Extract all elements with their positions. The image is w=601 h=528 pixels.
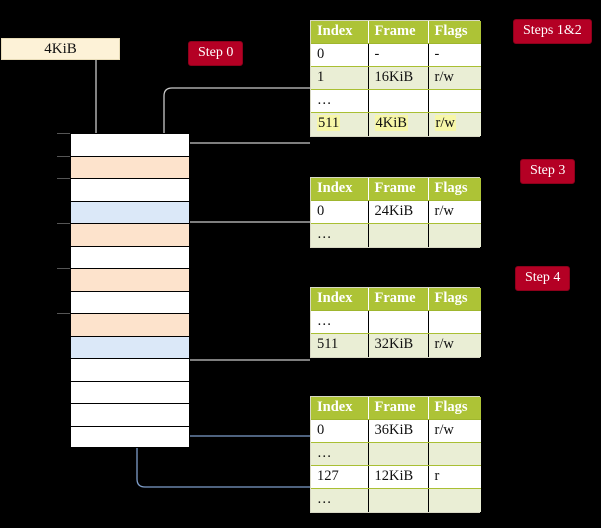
table-cell: 0 <box>311 419 369 443</box>
table-cell <box>368 89 429 113</box>
table-cell: … <box>311 488 369 512</box>
memory-tick-mark <box>57 155 70 157</box>
memory-cell <box>70 358 190 381</box>
table-cell: 127 <box>311 465 369 489</box>
memory-cell <box>70 290 190 313</box>
table-row: … <box>311 488 481 512</box>
memory-tick-mark <box>57 178 70 179</box>
table-cell: 1 <box>311 66 369 90</box>
table-cell: 0 <box>311 43 369 67</box>
column-header-flags: Flags <box>428 288 481 311</box>
table-cell: … <box>311 442 369 466</box>
table-cell <box>428 310 481 334</box>
column-header-frame: Frame <box>368 178 429 201</box>
table-cell <box>368 310 429 334</box>
column-header-index: Index <box>311 178 369 201</box>
table-cell: 32KiB <box>368 333 429 357</box>
table-row: 0-- <box>311 43 481 67</box>
table-cell: r/w <box>428 66 481 90</box>
page-frame-box: 4KiB <box>1 38 120 60</box>
table-cell <box>428 89 481 113</box>
badge-step-4: Step 4 <box>515 266 571 291</box>
table-cell: … <box>311 223 369 247</box>
table-cell <box>368 488 429 512</box>
memory-tick-mark <box>57 268 70 269</box>
table-cell: 16KiB <box>368 66 429 90</box>
table-cell: 4KiB <box>368 112 429 136</box>
table-cell: r <box>428 465 481 489</box>
memory-cell <box>70 335 190 358</box>
column-header-frame: Frame <box>368 21 429 44</box>
table-cell <box>368 442 429 466</box>
memory-cell <box>70 245 190 268</box>
column-header-flags: Flags <box>428 178 481 201</box>
memory-cell <box>70 223 190 246</box>
table-cell: 24KiB <box>368 200 429 224</box>
memory-cell <box>70 380 190 403</box>
table-row: … <box>311 310 481 334</box>
memory-cell <box>70 313 190 336</box>
column-header-index: Index <box>311 397 369 420</box>
table-cell <box>428 442 481 466</box>
column-header-flags: Flags <box>428 397 481 420</box>
table-cell: … <box>311 89 369 113</box>
connector-l1-row0 <box>171 221 310 268</box>
column-header-frame: Frame <box>368 288 429 311</box>
table-cell: - <box>428 43 481 67</box>
badge-step-0: Step 0 <box>188 41 244 66</box>
table-row: … <box>311 89 481 113</box>
column-header-index: Index <box>311 21 369 44</box>
table-cell <box>368 223 429 247</box>
column-header-index: Index <box>311 288 369 311</box>
table-cell: r/w <box>428 419 481 443</box>
table-row: … <box>311 442 481 466</box>
memory-cell <box>70 403 190 426</box>
badge-step-3: Step 3 <box>520 159 576 184</box>
table-cell: r/w <box>428 200 481 224</box>
table-row: … <box>311 223 481 247</box>
column-header-frame: Frame <box>368 397 429 420</box>
table-cell: … <box>311 310 369 334</box>
column-header-flags: Flags <box>428 21 481 44</box>
table-cell: 12KiB <box>368 465 429 489</box>
table-cell: 511 <box>311 112 369 136</box>
table-cell: 511 <box>311 333 369 357</box>
memory-tick-mark <box>57 313 70 314</box>
memory-column <box>70 133 190 448</box>
memory-cell <box>70 200 190 223</box>
table-cell: 0 <box>311 200 369 224</box>
memory-cell <box>70 133 190 156</box>
table-cell: r/w <box>428 112 481 136</box>
table-cell: - <box>368 43 429 67</box>
table-cell: 36KiB <box>368 419 429 443</box>
badge-steps-1-2: Steps 1&2 <box>513 19 592 44</box>
memory-cell <box>70 268 190 291</box>
memory-tick-mark <box>57 133 70 134</box>
table-cell: r/w <box>428 333 481 357</box>
memory-cell <box>70 425 190 448</box>
memory-cell <box>70 155 190 178</box>
table-cell <box>428 488 481 512</box>
table-cell <box>428 223 481 247</box>
memory-cell <box>70 178 190 201</box>
memory-tick-mark <box>57 223 70 224</box>
